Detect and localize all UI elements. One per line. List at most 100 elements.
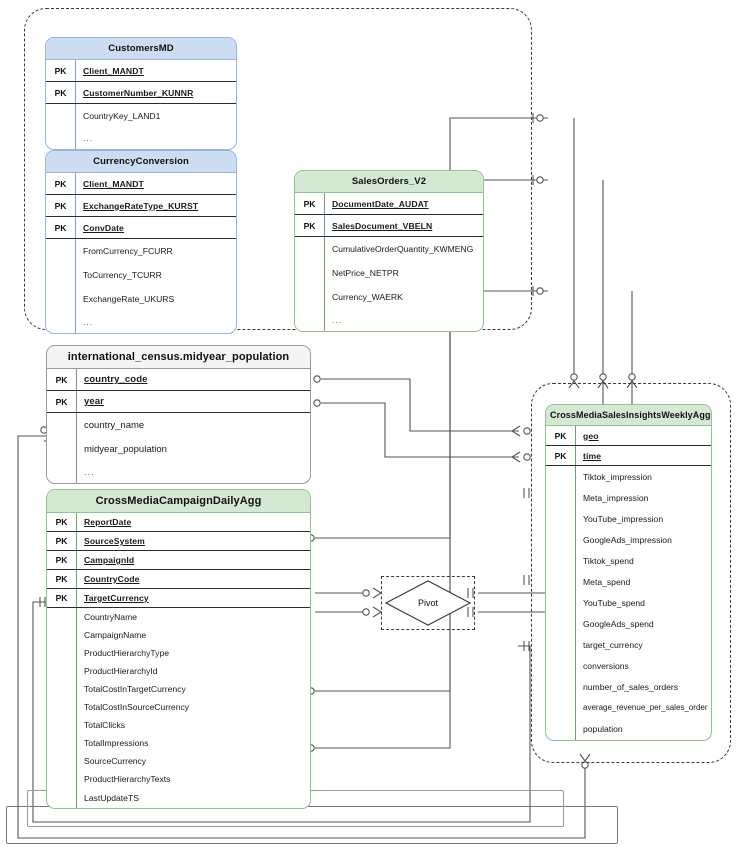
table-row[interactable]: PK TargetCurrency bbox=[47, 589, 310, 608]
table-row[interactable]: PK DocumentDate_AUDAT bbox=[295, 193, 483, 215]
table-row[interactable]: SourceCurrency bbox=[47, 752, 310, 770]
table-row[interactable]: TotalCostInSourceCurrency bbox=[47, 698, 310, 716]
table-row[interactable]: CountryKey_LAND1 bbox=[46, 104, 236, 127]
table-row[interactable]: YouTube_impression bbox=[546, 508, 711, 529]
table-row[interactable]: Meta_spend bbox=[546, 571, 711, 592]
table-row[interactable]: PK CustomerNumber_KUNNR bbox=[46, 82, 236, 104]
table-row[interactable]: TotalCostInTargetCurrency bbox=[47, 680, 310, 698]
table-row[interactable]: CountryName bbox=[47, 608, 310, 626]
table-row[interactable]: number_of_sales_orders bbox=[546, 676, 711, 697]
table-row[interactable]: PK Client_MANDT bbox=[46, 173, 236, 195]
table-row[interactable]: PK ReportDate bbox=[47, 513, 310, 532]
table-row[interactable]: Tiktok_spend bbox=[546, 550, 711, 571]
attribute-name: population bbox=[583, 724, 623, 734]
pk-badge-empty bbox=[546, 487, 576, 508]
table-row[interactable]: NetPrice_NETPR bbox=[295, 261, 483, 285]
table-row[interactable]: CumulativeOrderQuantity_KWMENG bbox=[295, 237, 483, 261]
entity-sales-orders-v2[interactable]: SalesOrders_V2 PK DocumentDate_AUDAT PK … bbox=[294, 170, 484, 332]
pk-badge-empty bbox=[46, 311, 76, 333]
table-row[interactable]: ToCurrency_TCURR bbox=[46, 263, 236, 287]
attribute-name: SourceCurrency bbox=[84, 756, 147, 766]
entity-customers-md[interactable]: CustomersMD PK Client_MANDT PK CustomerN… bbox=[45, 37, 237, 150]
table-row[interactable]: average_revenue_per_sales_order bbox=[546, 697, 711, 718]
table-row[interactable]: ... bbox=[46, 127, 236, 149]
table-row[interactable]: population bbox=[546, 718, 711, 740]
table-row[interactable]: PK time bbox=[546, 446, 711, 466]
table-row[interactable]: Currency_WAERK bbox=[295, 285, 483, 309]
table-row[interactable]: midyear_population bbox=[47, 437, 310, 461]
pk-badge-empty bbox=[47, 770, 77, 788]
table-row[interactable]: PK CountryCode bbox=[47, 570, 310, 589]
table-row[interactable]: LastUpdateTS bbox=[47, 788, 310, 808]
attribute-name: NetPrice_NETPR bbox=[332, 268, 399, 278]
table-row[interactable]: CampaignName bbox=[47, 626, 310, 644]
table-row[interactable]: ... bbox=[47, 461, 310, 483]
table-row[interactable]: Meta_impression bbox=[546, 487, 711, 508]
table-row[interactable]: PK SourceSystem bbox=[47, 532, 310, 551]
attribute-name: ReportDate bbox=[84, 517, 132, 527]
table-row[interactable]: PK country_code bbox=[47, 369, 310, 391]
entity-title: SalesOrders_V2 bbox=[295, 171, 483, 193]
pk-badge-empty bbox=[47, 734, 77, 752]
table-row[interactable]: target_currency bbox=[546, 634, 711, 655]
pk-badge-empty bbox=[46, 287, 76, 311]
table-row[interactable]: PK Client_MANDT bbox=[46, 60, 236, 82]
attribute-name: GoogleAds_impression bbox=[583, 534, 672, 545]
table-row[interactable]: PK year bbox=[47, 391, 310, 413]
pk-badge: PK bbox=[47, 570, 77, 588]
pk-badge-empty bbox=[46, 104, 76, 127]
pk-badge-empty bbox=[295, 285, 325, 309]
group-source-systems bbox=[24, 8, 532, 330]
attribute-name: midyear_population bbox=[84, 443, 167, 455]
pk-badge: PK bbox=[47, 589, 77, 607]
entity-currency-conversion[interactable]: CurrencyConversion PK Client_MANDT PK Ex… bbox=[45, 150, 237, 334]
pk-badge-empty bbox=[295, 309, 325, 331]
pk-badge-empty bbox=[47, 716, 77, 734]
attribute-name: conversions bbox=[583, 660, 629, 671]
pk-badge-empty bbox=[546, 634, 576, 655]
table-row[interactable]: TotalImpressions bbox=[47, 734, 310, 752]
pk-badge: PK bbox=[546, 426, 576, 445]
pk-badge: PK bbox=[46, 60, 76, 81]
pk-badge: PK bbox=[46, 82, 76, 103]
table-row[interactable]: PK CampaignId bbox=[47, 551, 310, 570]
table-row[interactable]: ProductHierarchyTexts bbox=[47, 770, 310, 788]
attribute-name: GoogleAds_spend bbox=[583, 618, 654, 629]
attribute-name: CountryName bbox=[84, 612, 138, 622]
entity-title: CrossMediaCampaignDailyAgg bbox=[47, 490, 310, 513]
table-row[interactable]: GoogleAds_spend bbox=[546, 613, 711, 634]
attribute-name: CountryKey_LAND1 bbox=[83, 110, 161, 121]
attribute-ellipsis: ... bbox=[83, 317, 94, 327]
attribute-name: ProductHierarchyTexts bbox=[84, 774, 171, 784]
pivot-node[interactable]: Pivot bbox=[381, 576, 475, 630]
pk-badge-empty bbox=[546, 466, 576, 487]
table-row[interactable]: GoogleAds_impression bbox=[546, 529, 711, 550]
entity-cross-media-sales-insights-weekly-agg[interactable]: CrossMediaSalesInsightsWeeklyAgg PK geo … bbox=[545, 404, 712, 741]
attribute-name: TotalImpressions bbox=[84, 738, 149, 748]
attribute-name: CampaignId bbox=[84, 555, 135, 565]
table-row[interactable]: PK ConvDate bbox=[46, 217, 236, 239]
table-row[interactable]: ... bbox=[295, 309, 483, 331]
table-row[interactable]: PK geo bbox=[546, 426, 711, 446]
entity-cross-media-campaign-daily-agg[interactable]: CrossMediaCampaignDailyAgg PK ReportDate… bbox=[46, 489, 311, 809]
attribute-name: geo bbox=[583, 430, 599, 441]
marker-one-weekly-left-a bbox=[523, 488, 530, 498]
table-row[interactable]: ExchangeRate_UKURS bbox=[46, 287, 236, 311]
table-row[interactable]: FromCurrency_FCURR bbox=[46, 239, 236, 263]
table-row[interactable]: PK ExchangeRateType_KURST bbox=[46, 195, 236, 217]
table-row[interactable]: ProductHierarchyType bbox=[47, 644, 310, 662]
attribute-name: Tiktok_impression bbox=[583, 471, 652, 482]
table-row[interactable]: Tiktok_impression bbox=[546, 466, 711, 487]
entity-international-census-midyear-population[interactable]: international_census.midyear_population … bbox=[46, 345, 311, 484]
table-row[interactable]: YouTube_spend bbox=[546, 592, 711, 613]
pk-badge-empty bbox=[295, 261, 325, 285]
table-row[interactable]: TotalClicks bbox=[47, 716, 310, 734]
table-row[interactable]: ... bbox=[46, 311, 236, 333]
attribute-name: LastUpdateTS bbox=[84, 793, 139, 803]
marker-one-weekly-left-b bbox=[523, 575, 530, 585]
table-row[interactable]: conversions bbox=[546, 655, 711, 676]
table-row[interactable]: country_name bbox=[47, 413, 310, 437]
table-row[interactable]: PK SalesDocument_VBELN bbox=[295, 215, 483, 237]
table-row[interactable]: ProductHierarchyId bbox=[47, 662, 310, 680]
